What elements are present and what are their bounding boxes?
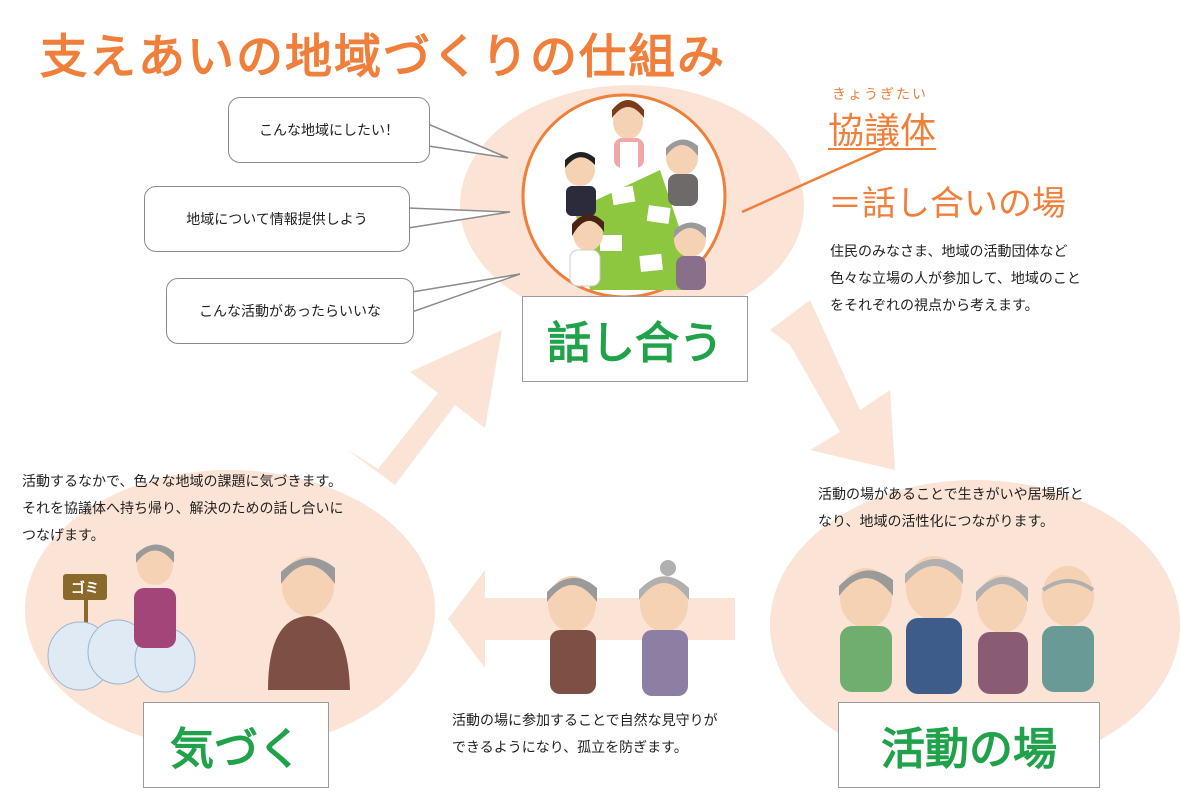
mimamori-illustration: [547, 560, 689, 696]
kyogitai-description-line-3: をそれぞれの視点から考えます。: [830, 298, 1039, 314]
stage-label-hanashiau: 話し合う: [522, 296, 748, 382]
kizuku-illustration: ゴミ: [47, 544, 350, 693]
mimamori-description-line-2: できるようになり、孤立を防ぎます。: [452, 740, 688, 756]
arrow-kizuku-to-hanashiau: [345, 330, 502, 485]
speech-bubble-2: 地域について情報提供しよう: [144, 186, 410, 252]
kyogitai-term: 協議体: [828, 111, 937, 152]
mimamori-description-line-1: 活動の場に参加することで自然な見守りが: [452, 713, 718, 729]
katsudo-illustration: [839, 556, 1095, 694]
kyogitai-description-line-2: 色々な立場の人が参加して、地域のこと: [830, 271, 1081, 287]
speech-bubble-1: こんな地域にしたい！: [228, 97, 430, 163]
gomi-sign-text: ゴミ: [71, 580, 99, 597]
kizuku-description-line-2: それを協議体へ持ち帰り、解決のための話し合いに: [22, 501, 344, 517]
kyogitai-description: 住民のみなさま、地域の活動団体など 色々な立場の人が参加して、地域のこと をそれ…: [830, 239, 1081, 320]
blob-katsudo: [770, 480, 1180, 770]
kyogitai-description-line-1: 住民のみなさま、地域の活動団体など: [830, 244, 1068, 260]
connector-line: [741, 146, 886, 214]
kizuku-description: 活動するなかで、色々な地域の課題に気づきます。 それを協議体へ持ち帰り、解決のた…: [22, 469, 343, 550]
kizuku-description-line-3: つなげます。: [22, 528, 105, 544]
page-title: 支えあいの地域づくりの仕組み: [40, 30, 726, 85]
bubble-tail-3: [411, 273, 521, 314]
meeting-illustration: [565, 100, 706, 290]
katsudo-description-line-1: 活動の場があることで生きがいや居場所と: [818, 487, 1084, 503]
stage-label-katsudo: 活動の場: [838, 702, 1100, 788]
arrow-hanashiau-to-katsudo: [770, 300, 895, 470]
kizuku-description-line-1: 活動するなかで、色々な地域の課題に気づきます。: [22, 474, 343, 490]
katsudo-description-line-2: なり、地域の活性化につながります。: [818, 514, 1055, 530]
stage-label-kizuku: 気づく: [143, 702, 329, 788]
katsudo-description: 活動の場があることで生きがいや居場所と なり、地域の活性化につながります。: [818, 482, 1084, 536]
kyogitai-ruby: きょうぎたい: [832, 87, 928, 103]
speech-bubble-3: こんな活動があったらいいな: [166, 278, 414, 344]
kyogitai-definition: ＝話し合いの場: [828, 184, 1066, 224]
mimamori-description: 活動の場に参加することで自然な見守りが できるようになり、孤立を防ぎます。: [452, 708, 718, 762]
